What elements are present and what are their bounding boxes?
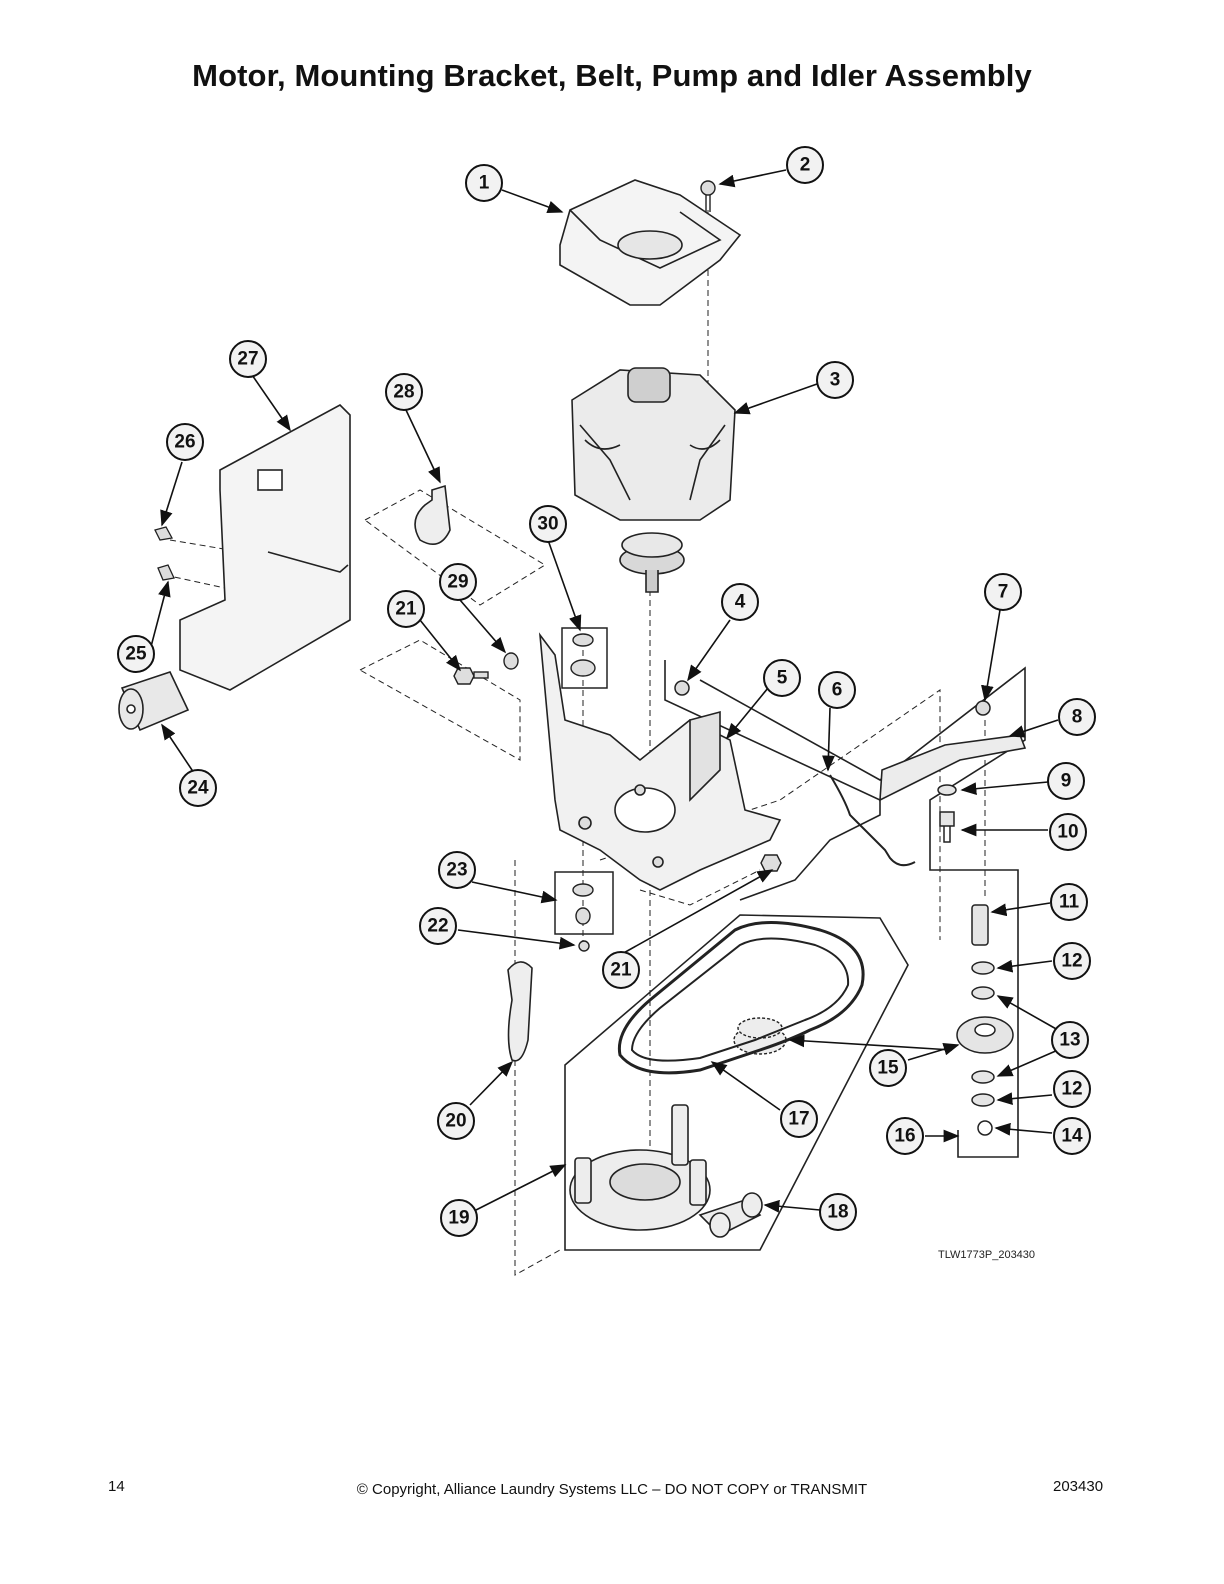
document-number: 203430 <box>1053 1478 1104 1495</box>
callout-label: 13 <box>1059 1030 1080 1051</box>
callout-label: 29 <box>447 572 468 593</box>
callout-27: 27 <box>229 340 267 378</box>
callout-label: 24 <box>187 778 209 799</box>
callout-17: 17 <box>780 1100 818 1138</box>
copyright-notice: © Copyright, Alliance Laundry Systems LL… <box>356 1481 868 1498</box>
callout-label: 12 <box>1061 1079 1082 1100</box>
callout-21: 21 <box>387 590 425 628</box>
callout-14: 14 <box>1053 1117 1091 1155</box>
callout-label: 21 <box>610 960 632 981</box>
capacitor-shield <box>179 404 351 691</box>
callout-6: 6 <box>818 671 856 709</box>
callout-label: 30 <box>537 514 558 535</box>
idler-spring <box>829 774 916 867</box>
callout-label: 1 <box>479 173 490 194</box>
callout-1: 1 <box>465 164 503 202</box>
callout-21-b: 21 <box>602 951 640 989</box>
callout-label: 18 <box>827 1202 848 1223</box>
callout-20: 20 <box>437 1102 475 1140</box>
callout-label: 22 <box>427 916 448 937</box>
callout-label: 27 <box>237 349 258 370</box>
callout-label: 26 <box>174 432 195 453</box>
drive-motor <box>571 367 736 593</box>
callout-4: 4 <box>721 583 759 621</box>
callout-10: 10 <box>1049 813 1087 851</box>
cover-screw <box>700 180 716 212</box>
callout-18: 18 <box>819 1193 857 1231</box>
callout-8: 8 <box>1058 698 1096 736</box>
clamp-strap <box>507 961 533 1062</box>
page-number: 14 <box>108 1478 125 1495</box>
callout-label: 6 <box>832 680 843 701</box>
shield-screws <box>154 526 175 581</box>
callout-label: 21 <box>395 599 417 620</box>
callout-11: 11 <box>1050 883 1088 921</box>
callout-label: 4 <box>735 592 746 613</box>
callout-7: 7 <box>984 573 1022 611</box>
motor-mount-bushing <box>674 680 690 696</box>
callout-label: 15 <box>877 1058 899 1079</box>
callout-label: 5 <box>777 668 788 689</box>
callout-label: 17 <box>788 1109 809 1130</box>
capacitor-clamp <box>414 484 451 546</box>
callout-12: 12 <box>1053 942 1091 980</box>
callout-label: 10 <box>1057 822 1078 843</box>
callout-label: 23 <box>446 860 467 881</box>
callout-label: 14 <box>1061 1126 1083 1147</box>
capacitor <box>118 671 190 732</box>
bracket-group-outline <box>664 660 881 901</box>
idler-group-outline <box>699 666 1026 1158</box>
callout-12-b: 12 <box>1053 1070 1091 1108</box>
callout-13: 13 <box>1051 1021 1089 1059</box>
callout-label: 25 <box>125 644 147 665</box>
callout-label: 2 <box>800 155 811 176</box>
leader-lines <box>147 169 1059 1213</box>
drawing-code: TLW1773P_203430 <box>938 1249 1036 1261</box>
callout-label: 3 <box>830 370 841 391</box>
callout-label: 28 <box>393 382 414 403</box>
callout-28: 28 <box>385 373 423 411</box>
callout-16: 16 <box>886 1117 924 1155</box>
callout-label: 7 <box>998 582 1009 603</box>
pump-assembly <box>569 1104 763 1238</box>
callout-label: 19 <box>448 1208 469 1229</box>
group-outlines <box>564 660 1026 1251</box>
callout-5: 5 <box>763 659 801 697</box>
callout-2: 2 <box>786 146 824 184</box>
callout-22: 22 <box>419 907 457 945</box>
small-hardware <box>453 633 782 952</box>
callout-label: 16 <box>894 1126 915 1147</box>
idler-nut <box>975 700 991 716</box>
callout-3: 3 <box>816 361 854 399</box>
callout-23: 23 <box>438 851 476 889</box>
page-title: Motor, Mounting Bracket, Belt, Pump and … <box>192 58 1032 93</box>
callout-30: 30 <box>529 505 567 543</box>
callout-29: 29 <box>439 563 477 601</box>
callout-label: 11 <box>1059 892 1080 913</box>
callout-19: 19 <box>440 1199 478 1237</box>
callout-label: 12 <box>1061 951 1082 972</box>
belt-pump-group-outline <box>564 914 909 1251</box>
idler-arm <box>879 734 1027 802</box>
mounting-bracket <box>538 632 782 891</box>
callout-label: 8 <box>1072 707 1083 728</box>
callout-label: 20 <box>445 1111 466 1132</box>
callout-15: 15 <box>869 1049 907 1087</box>
callout-26: 26 <box>166 423 204 461</box>
callout-9: 9 <box>1047 762 1085 800</box>
callout-label: 9 <box>1061 771 1072 792</box>
motor-cover <box>559 179 742 306</box>
drive-belt <box>617 921 865 1075</box>
callout-24: 24 <box>179 769 217 807</box>
idler-stack <box>937 784 1014 1136</box>
callout-25: 25 <box>117 635 155 673</box>
